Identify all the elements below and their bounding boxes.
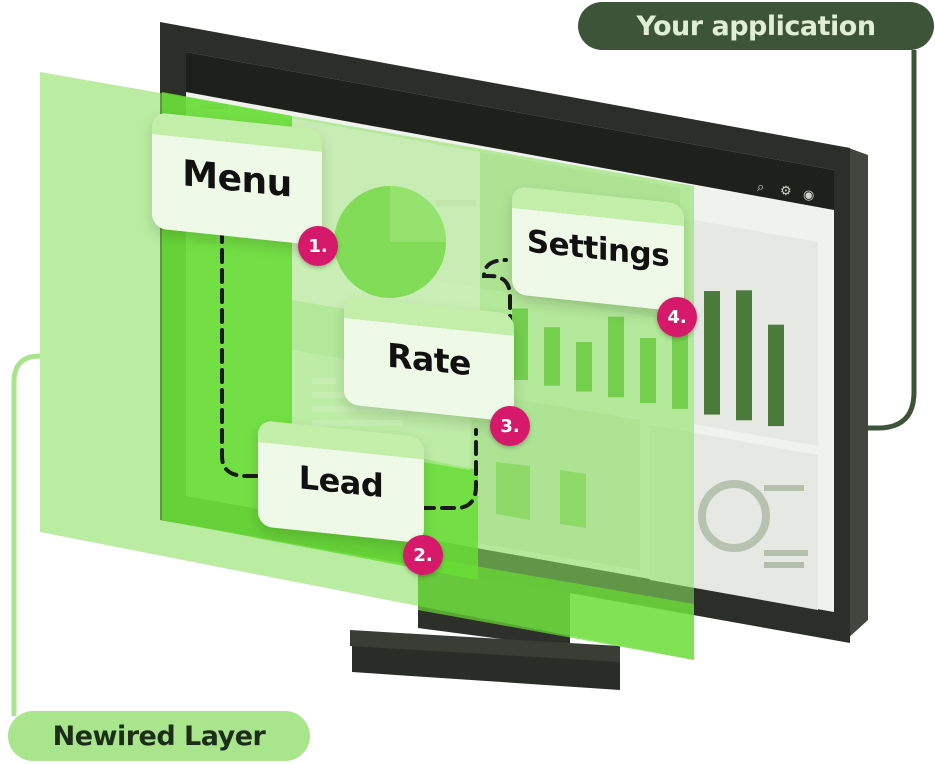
- chart-bar: [768, 324, 784, 427]
- chart-bar: [704, 291, 720, 415]
- user-icon[interactable]: ◉: [803, 188, 815, 203]
- step-label: Rate: [387, 335, 471, 383]
- step-number-badge-1: 1.: [298, 226, 338, 266]
- layer-connector-line: [11, 353, 41, 716]
- step-number-badge-2: 2.: [403, 535, 443, 575]
- step-label: Menu: [182, 152, 292, 206]
- gear-icon[interactable]: ⚙: [780, 184, 792, 199]
- step-card-lead[interactable]: Lead: [258, 420, 424, 544]
- step-card-rate[interactable]: Rate: [344, 296, 514, 422]
- newired-layer-label: Newired Layer: [8, 711, 310, 761]
- step-label: Settings: [526, 223, 670, 275]
- step-card-settings[interactable]: Settings: [512, 186, 684, 313]
- step-number-badge-3: 3.: [490, 406, 530, 446]
- app-connector-line: [862, 50, 917, 431]
- chart-bar: [736, 290, 752, 421]
- step-label: Lead: [298, 458, 384, 506]
- your-application-label: Your application: [578, 2, 934, 50]
- step-number-badge-4: 4.: [657, 297, 697, 337]
- dashed-flow-path: [220, 228, 512, 510]
- search-icon[interactable]: ⌕: [757, 180, 765, 195]
- step-card-menu[interactable]: Menu: [152, 112, 322, 246]
